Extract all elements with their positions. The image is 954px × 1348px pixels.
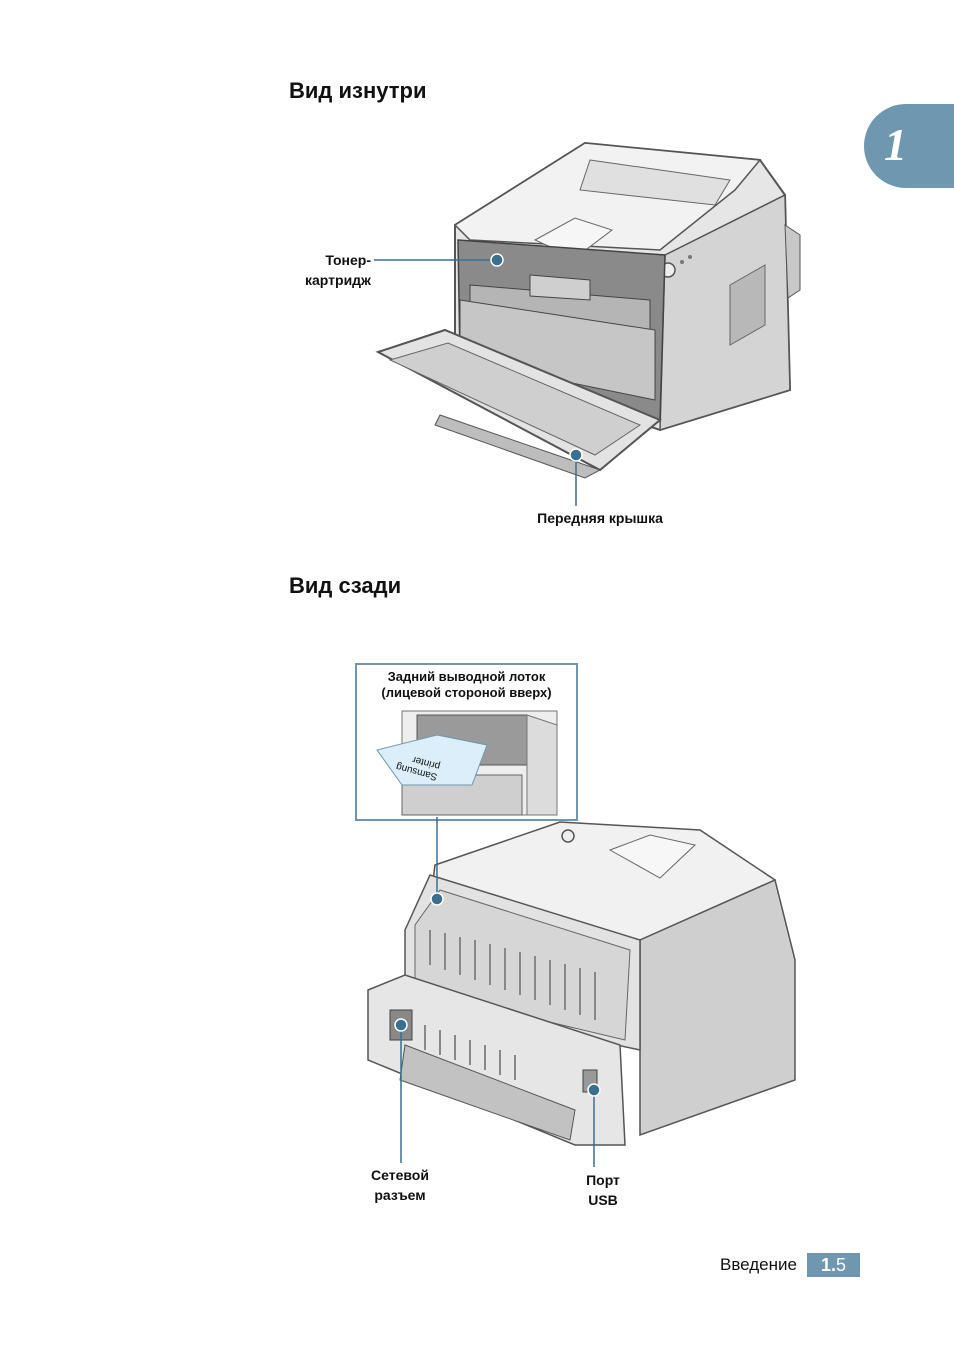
section-heading-inside: Вид изнутри xyxy=(289,78,427,103)
callout-rear-tray: Задний выводной лоток (лицевой стороной … xyxy=(381,669,552,700)
chapter-tab: 1 xyxy=(864,104,954,188)
rear-tray-inset: Задний выводной лоток (лицевой стороной … xyxy=(355,663,578,821)
callout-usb-port: Порт USB xyxy=(586,1172,620,1208)
page-chapter: 1. xyxy=(820,1255,836,1275)
page-number-badge: 1.5 xyxy=(807,1253,860,1277)
callout-toner-cartridge: Тонер- картридж xyxy=(305,252,371,288)
page-number: 5 xyxy=(836,1255,847,1275)
chapter-number: 1 xyxy=(884,119,907,170)
rear-tray-detail-illustration xyxy=(376,710,558,816)
footer-section-name: Введение xyxy=(720,1255,797,1274)
section-heading-rear: Вид сзади xyxy=(289,573,402,598)
callout-front-cover: Передняя крышка xyxy=(537,510,663,526)
callout-power-socket: Сетевой разъем xyxy=(371,1167,429,1203)
